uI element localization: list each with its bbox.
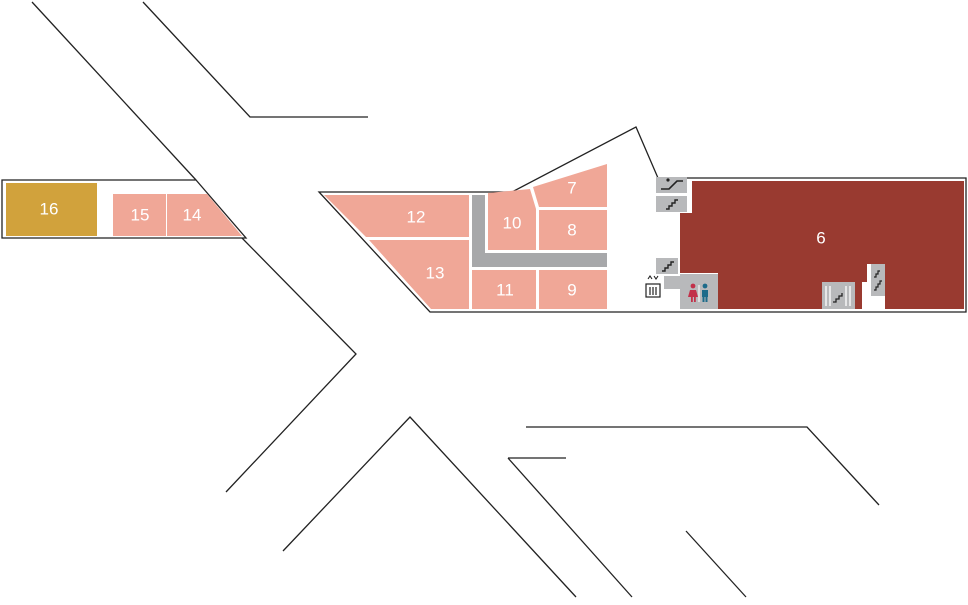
unit-6-label: 6 [816,229,825,248]
street-lines [31,1,880,598]
unit-14[interactable] [167,194,242,236]
unit-12[interactable] [324,195,469,237]
stairs-icon [656,258,678,274]
escalator-icon [656,177,687,193]
unit-15[interactable] [113,194,166,236]
elevator-icon [645,275,661,298]
unit-16-label: 16 [40,200,59,219]
unit-9[interactable] [539,270,607,309]
unit-14-label: 14 [183,206,202,225]
unit-10[interactable] [488,189,536,250]
unit-9-label: 9 [567,281,576,300]
unit-16[interactable] [6,183,97,236]
stairs-icon [871,264,885,296]
unit-13-label: 13 [426,264,445,283]
stairs-icon [822,282,855,309]
unit-7[interactable] [533,164,607,207]
unit-11[interactable] [472,270,536,309]
unit-15-label: 15 [131,206,150,225]
stairs-icon [656,196,687,212]
unit-8[interactable] [539,210,607,250]
restroom-icon [680,274,718,309]
unit-6[interactable] [680,181,964,309]
unit-10-label: 10 [503,214,522,233]
unit-11-label: 11 [496,281,514,300]
unit-8-label: 8 [567,221,576,240]
facility-block [664,276,680,289]
corridor [472,195,607,267]
unit-7-label: 7 [567,179,576,198]
unit-13[interactable] [369,240,469,309]
unit-12-label: 12 [407,208,426,227]
